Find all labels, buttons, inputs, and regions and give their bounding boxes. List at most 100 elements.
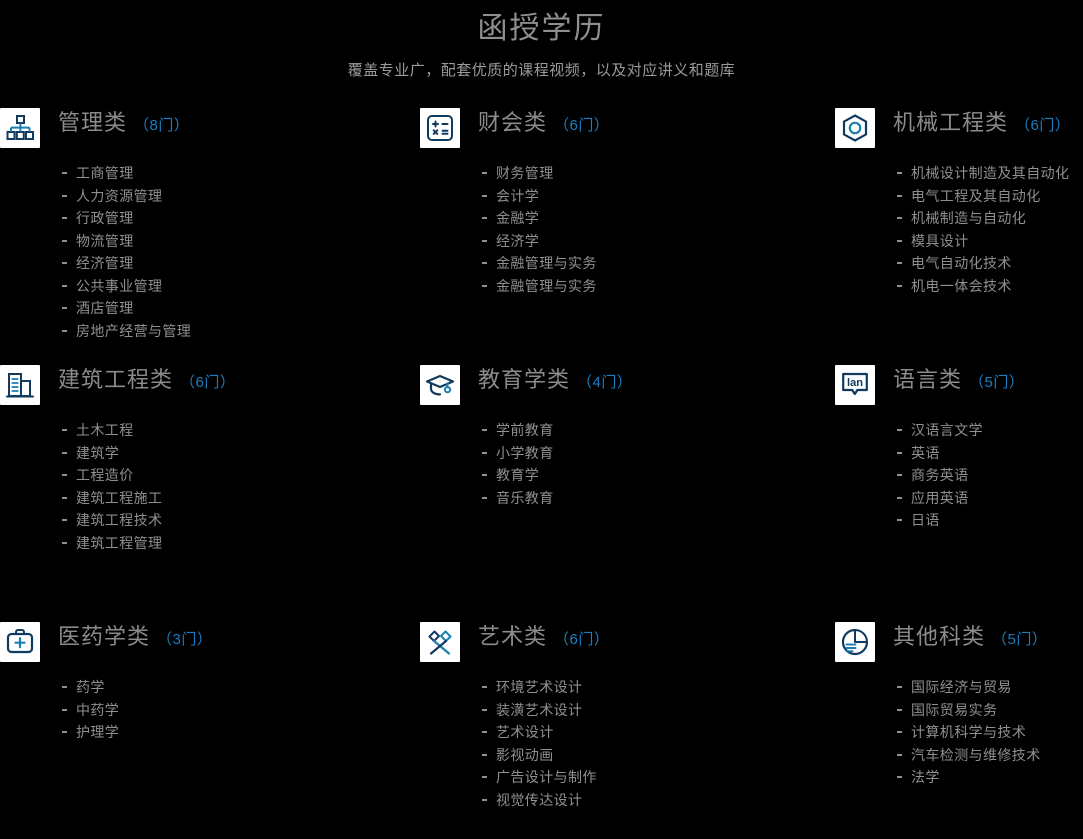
category-title-wrap: 教育学类（4门） <box>478 365 632 395</box>
category-title-wrap: 其他科类 （5门） <box>893 622 1047 652</box>
list-item[interactable]: 药学 <box>62 676 420 699</box>
list-item[interactable]: 学前教育 <box>482 419 835 442</box>
list-item[interactable]: 机电一体会技术 <box>897 275 1083 298</box>
category-card: 医药学类（3门） 药学中药学护理学 <box>0 622 420 811</box>
category-count: （8门） <box>134 117 190 134</box>
list-item[interactable]: 金融学 <box>482 207 835 230</box>
list-item[interactable]: 经济学 <box>482 230 835 253</box>
category-header: 机械工程类 （6门） <box>835 108 1083 148</box>
speech-bubble-lan-icon: lan <box>835 365 875 405</box>
list-item[interactable]: 法学 <box>897 766 1083 789</box>
list-item[interactable]: 日语 <box>897 509 1083 532</box>
list-item[interactable]: 护理学 <box>62 721 420 744</box>
hex-nut-icon <box>835 108 875 148</box>
category-card: 教育学类（4门） 学前教育小学教育教育学音乐教育 <box>420 365 835 622</box>
category-title[interactable]: 财会类 <box>478 110 548 135</box>
list-item[interactable]: 建筑工程管理 <box>62 532 420 555</box>
category-item-list: 机械设计制造及其自动化电气工程及其自动化机械制造与自动化模具设计电气自动化技术机… <box>897 162 1083 297</box>
list-item[interactable]: 工程造价 <box>62 464 420 487</box>
category-title[interactable]: 管理类 <box>58 110 128 135</box>
category-item-list: 工商管理人力资源管理行政管理物流管理经济管理公共事业管理酒店管理房地产经营与管理 <box>62 162 420 342</box>
list-item[interactable]: 计算机科学与技术 <box>897 721 1083 744</box>
category-count: （6门） <box>1015 117 1071 134</box>
category-header: 财会类 （6门） <box>420 108 835 148</box>
category-title-wrap: 语言类 （5门） <box>893 365 1024 395</box>
category-title[interactable]: 医药学类 <box>58 624 151 649</box>
list-item[interactable]: 应用英语 <box>897 487 1083 510</box>
list-item[interactable]: 英语 <box>897 442 1083 465</box>
list-item[interactable]: 人力资源管理 <box>62 185 420 208</box>
category-count: （6门） <box>554 117 610 134</box>
list-item[interactable]: 模具设计 <box>897 230 1083 253</box>
category-card: lan 语言类 （5门） 汉语言文学英语商务英语应用英语日语 <box>835 365 1083 622</box>
category-title-wrap: 管理类 （8门） <box>58 108 189 138</box>
category-card: 建筑工程类（6门） 土木工程建筑学工程造价建筑工程施工建筑工程技术建筑工程管理 <box>0 365 420 622</box>
list-item[interactable]: 装潢艺术设计 <box>482 699 835 722</box>
list-item[interactable]: 建筑工程技术 <box>62 509 420 532</box>
list-item[interactable]: 电气工程及其自动化 <box>897 185 1083 208</box>
list-item[interactable]: 音乐教育 <box>482 487 835 510</box>
list-item[interactable]: 酒店管理 <box>62 297 420 320</box>
list-item[interactable]: 商务英语 <box>897 464 1083 487</box>
list-item[interactable]: 行政管理 <box>62 207 420 230</box>
list-item[interactable]: 国际贸易实务 <box>897 699 1083 722</box>
category-title[interactable]: 机械工程类 <box>893 110 1009 135</box>
category-item-list: 学前教育小学教育教育学音乐教育 <box>482 419 835 509</box>
category-item-list: 汉语言文学英语商务英语应用英语日语 <box>897 419 1083 532</box>
list-item[interactable]: 土木工程 <box>62 419 420 442</box>
category-count: （6门） <box>554 631 610 648</box>
list-item[interactable]: 影视动画 <box>482 744 835 767</box>
category-grid: 管理类 （8门） 工商管理人力资源管理行政管理物流管理经济管理公共事业管理酒店管理房… <box>0 108 1083 811</box>
category-count: （5门） <box>992 631 1048 648</box>
category-title[interactable]: 教育学类 <box>478 367 571 392</box>
category-card: 艺术类 （6门） 环境艺术设计装潢艺术设计艺术设计影视动画广告设计与制作视觉传达设计 <box>420 622 835 811</box>
category-header: 管理类 （8门） <box>0 108 420 148</box>
list-item[interactable]: 广告设计与制作 <box>482 766 835 789</box>
list-item[interactable]: 财务管理 <box>482 162 835 185</box>
list-item[interactable]: 艺术设计 <box>482 721 835 744</box>
list-item[interactable]: 电气自动化技术 <box>897 252 1083 275</box>
list-item[interactable]: 会计学 <box>482 185 835 208</box>
list-item[interactable]: 房地产经营与管理 <box>62 320 420 343</box>
list-item[interactable]: 机械制造与自动化 <box>897 207 1083 230</box>
list-item[interactable]: 公共事业管理 <box>62 275 420 298</box>
category-item-list: 药学中药学护理学 <box>62 676 420 744</box>
pie-chart-report-icon <box>835 622 875 662</box>
category-count: （5门） <box>969 374 1025 391</box>
page-subtitle: 覆盖专业广，配套优质的课程视频，以及对应讲义和题库 <box>347 62 736 79</box>
page-title: 函授学历 <box>477 12 606 45</box>
category-title-wrap: 医药学类（3门） <box>58 622 212 652</box>
category-title[interactable]: 艺术类 <box>478 624 548 649</box>
list-item[interactable]: 国际经济与贸易 <box>897 676 1083 699</box>
pen-brush-icon <box>420 622 460 662</box>
category-title[interactable]: 语言类 <box>893 367 963 392</box>
list-item[interactable]: 教育学 <box>482 464 835 487</box>
category-title-wrap: 艺术类 （6门） <box>478 622 609 652</box>
list-item[interactable]: 金融管理与实务 <box>482 275 835 298</box>
list-item[interactable]: 物流管理 <box>62 230 420 253</box>
category-header: 教育学类（4门） <box>420 365 835 405</box>
category-title-wrap: 建筑工程类（6门） <box>58 365 235 395</box>
list-item[interactable]: 经济管理 <box>62 252 420 275</box>
list-item[interactable]: 建筑学 <box>62 442 420 465</box>
medical-bag-icon <box>0 622 40 662</box>
list-item[interactable]: 金融管理与实务 <box>482 252 835 275</box>
list-item[interactable]: 中药学 <box>62 699 420 722</box>
list-item[interactable]: 工商管理 <box>62 162 420 185</box>
category-title[interactable]: 其他科类 <box>893 624 986 649</box>
list-item[interactable]: 建筑工程施工 <box>62 487 420 510</box>
category-title-wrap: 财会类 （6门） <box>478 108 609 138</box>
category-title-wrap: 机械工程类 （6门） <box>893 108 1070 138</box>
list-item[interactable]: 机械设计制造及其自动化 <box>897 162 1083 185</box>
list-item[interactable]: 小学教育 <box>482 442 835 465</box>
category-item-list: 国际经济与贸易国际贸易实务计算机科学与技术汽车检测与维修技术法学 <box>897 676 1083 789</box>
category-title[interactable]: 建筑工程类 <box>58 367 174 392</box>
list-item[interactable]: 汽车检测与维修技术 <box>897 744 1083 767</box>
list-item[interactable]: 环境艺术设计 <box>482 676 835 699</box>
category-header: lan 语言类 （5门） <box>835 365 1083 405</box>
svg-text:lan: lan <box>847 377 863 389</box>
list-item[interactable]: 汉语言文学 <box>897 419 1083 442</box>
calculator-icon <box>420 108 460 148</box>
list-item[interactable]: 视觉传达设计 <box>482 789 835 812</box>
category-card: 机械工程类 （6门） 机械设计制造及其自动化电气工程及其自动化机械制造与自动化模具设… <box>835 108 1083 365</box>
